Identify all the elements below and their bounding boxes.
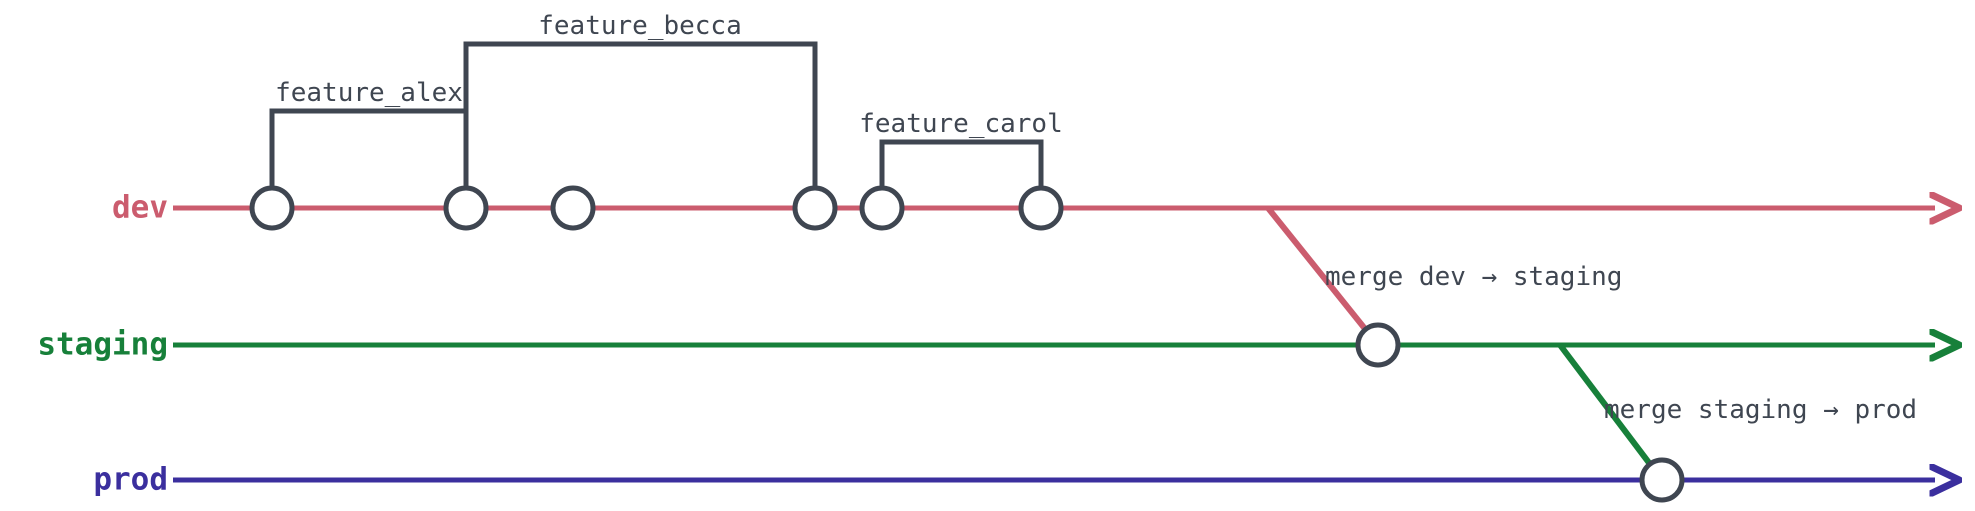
branch-label-prod: prod <box>93 462 168 498</box>
merge-commit-node-prod[interactable] <box>1639 457 1685 503</box>
commit-node[interactable] <box>550 185 596 231</box>
feature-bracket-feature_becca[interactable] <box>463 41 818 208</box>
merge-labels-group: merge dev → staging merge staging → prod <box>1325 262 1917 425</box>
branch-lines-group <box>173 208 1935 480</box>
merge-commit-node-staging[interactable] <box>1355 322 1401 368</box>
feature-label-feature_carol: feature_carol <box>859 109 1063 139</box>
branch-label-dev: dev <box>112 190 168 226</box>
commit-node[interactable] <box>792 185 838 231</box>
commit-node[interactable] <box>443 185 489 231</box>
feature-labels-group: feature_alex feature_becca feature_carol <box>275 11 1063 139</box>
feature-bracket-feature_carol[interactable] <box>879 139 1044 208</box>
merge-label-staging-prod: merge staging → prod <box>1604 395 1917 425</box>
feature-label-feature_alex: feature_alex <box>275 78 463 108</box>
feature-bracket-feature_alex[interactable] <box>269 108 469 208</box>
merge-lines-group <box>1265 206 1665 482</box>
feature-label-feature_becca: feature_becca <box>538 11 742 41</box>
merge-label-dev-staging: merge dev → staging <box>1325 262 1622 292</box>
feature-brackets-group <box>269 41 1044 208</box>
merge-line-staging-prod[interactable] <box>1557 343 1665 482</box>
commit-node[interactable] <box>859 185 905 231</box>
branch-labels-group: dev staging prod <box>37 190 168 498</box>
commit-nodes-group <box>249 185 1685 503</box>
commit-node[interactable] <box>1018 185 1064 231</box>
merge-line-dev-staging[interactable] <box>1265 206 1381 347</box>
commit-node[interactable] <box>249 185 295 231</box>
branch-label-staging: staging <box>37 327 168 363</box>
